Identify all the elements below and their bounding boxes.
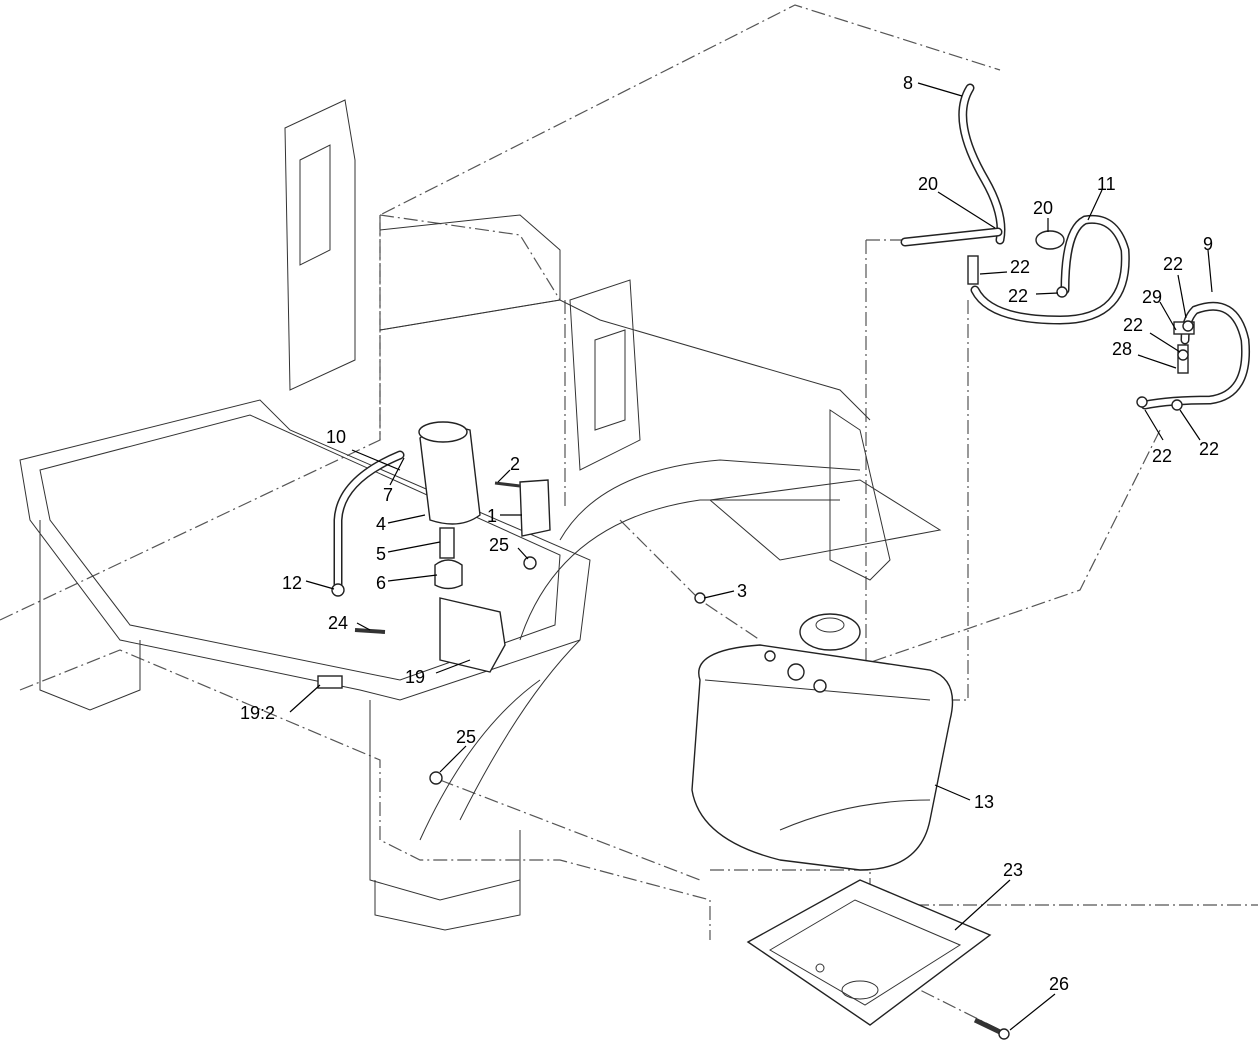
fuel-filter-assembly bbox=[418, 421, 551, 590]
callout-22-b: 22 bbox=[1008, 286, 1028, 306]
bolt-26 bbox=[973, 1017, 1010, 1040]
callout-22-a: 22 bbox=[1010, 257, 1030, 277]
callout-11: 11 bbox=[1097, 174, 1116, 194]
callout-20-right: 20 bbox=[1033, 198, 1053, 218]
callout-7: 7 bbox=[383, 485, 393, 505]
callout-25-upper: 25 bbox=[489, 535, 509, 555]
callouts: 1 2 3 4 5 6 7 8 9 10 11 12 13 19 19:2 20… bbox=[240, 73, 1219, 994]
heat-shield bbox=[317, 597, 506, 689]
callout-4: 4 bbox=[376, 514, 386, 534]
callout-5: 5 bbox=[376, 544, 386, 564]
frame-phantom-outline bbox=[0, 4, 1258, 1031]
callout-1: 1 bbox=[487, 506, 497, 526]
callout-23: 23 bbox=[1003, 860, 1023, 880]
fuel-tank bbox=[691, 613, 954, 871]
callout-10: 10 bbox=[326, 427, 346, 447]
callout-9: 9 bbox=[1203, 234, 1213, 254]
leader-lines bbox=[289, 82, 1213, 1031]
callout-29: 29 bbox=[1142, 287, 1162, 307]
fuel-hoses bbox=[331, 83, 1251, 785]
callout-22-d: 22 bbox=[1123, 315, 1143, 335]
callout-25-lower: 25 bbox=[456, 727, 476, 747]
callout-22-f: 22 bbox=[1199, 439, 1219, 459]
callout-8: 8 bbox=[903, 73, 913, 93]
callout-28: 28 bbox=[1112, 339, 1132, 359]
callout-20-left: 20 bbox=[918, 174, 938, 194]
callout-2: 2 bbox=[510, 454, 520, 474]
callout-12: 12 bbox=[282, 573, 302, 593]
callout-13: 13 bbox=[974, 792, 994, 812]
tank-tray bbox=[746, 879, 992, 1026]
callout-26: 26 bbox=[1049, 974, 1069, 994]
callout-6: 6 bbox=[376, 573, 386, 593]
callout-19-2: 19:2 bbox=[240, 703, 275, 723]
callout-19: 19 bbox=[405, 667, 425, 687]
callout-24: 24 bbox=[328, 613, 348, 633]
callout-3: 3 bbox=[737, 581, 747, 601]
callout-22-e: 22 bbox=[1152, 446, 1172, 466]
callout-22-c: 22 bbox=[1163, 254, 1183, 274]
